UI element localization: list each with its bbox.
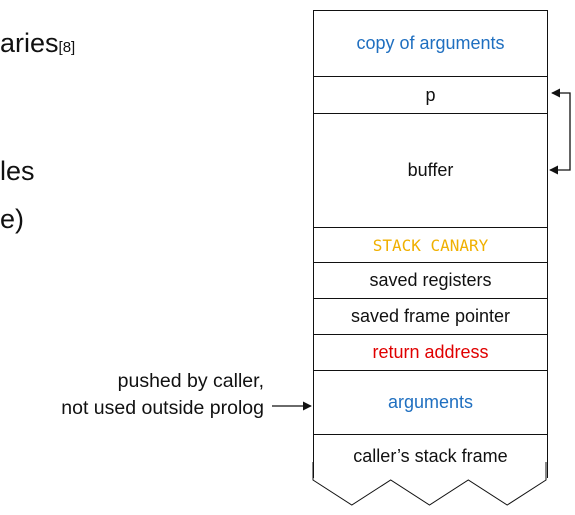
stack-cell-p: p <box>314 77 547 114</box>
zigzag-bottom-edge <box>312 462 547 506</box>
stack-cell-callers-stack-frame: caller’s stack frame <box>353 446 508 466</box>
bullet-text-fragment-2: e) <box>0 204 25 234</box>
stack-cell-buffer: buffer <box>314 114 547 228</box>
stack-frame-diagram: copy of arguments p buffer STACK CANARY … <box>313 10 548 478</box>
stack-cell-saved-registers: saved registers <box>314 263 547 299</box>
caller-annotation-line-1: pushed by caller, <box>117 370 264 392</box>
buffer-to-p-arrow <box>549 88 571 175</box>
slide-title-fragment: aries[8] <box>0 30 75 57</box>
caller-annotation-line-2: not used outside prolog <box>61 397 264 419</box>
stack-cell-stack-canary: STACK CANARY <box>314 228 547 263</box>
title-text: aries <box>0 28 59 58</box>
citation: [8] <box>58 39 76 56</box>
stack-cell-return-address: return address <box>314 335 547 371</box>
bullet-text-fragment-1: les <box>0 156 35 186</box>
stack-cell-arguments: arguments <box>314 371 547 435</box>
stack-cell-copy-of-arguments: copy of arguments <box>314 11 547 77</box>
stack-cell-saved-frame-pointer: saved frame pointer <box>314 299 547 335</box>
caller-annotation: pushed by caller, not used outside prolo… <box>61 368 264 422</box>
